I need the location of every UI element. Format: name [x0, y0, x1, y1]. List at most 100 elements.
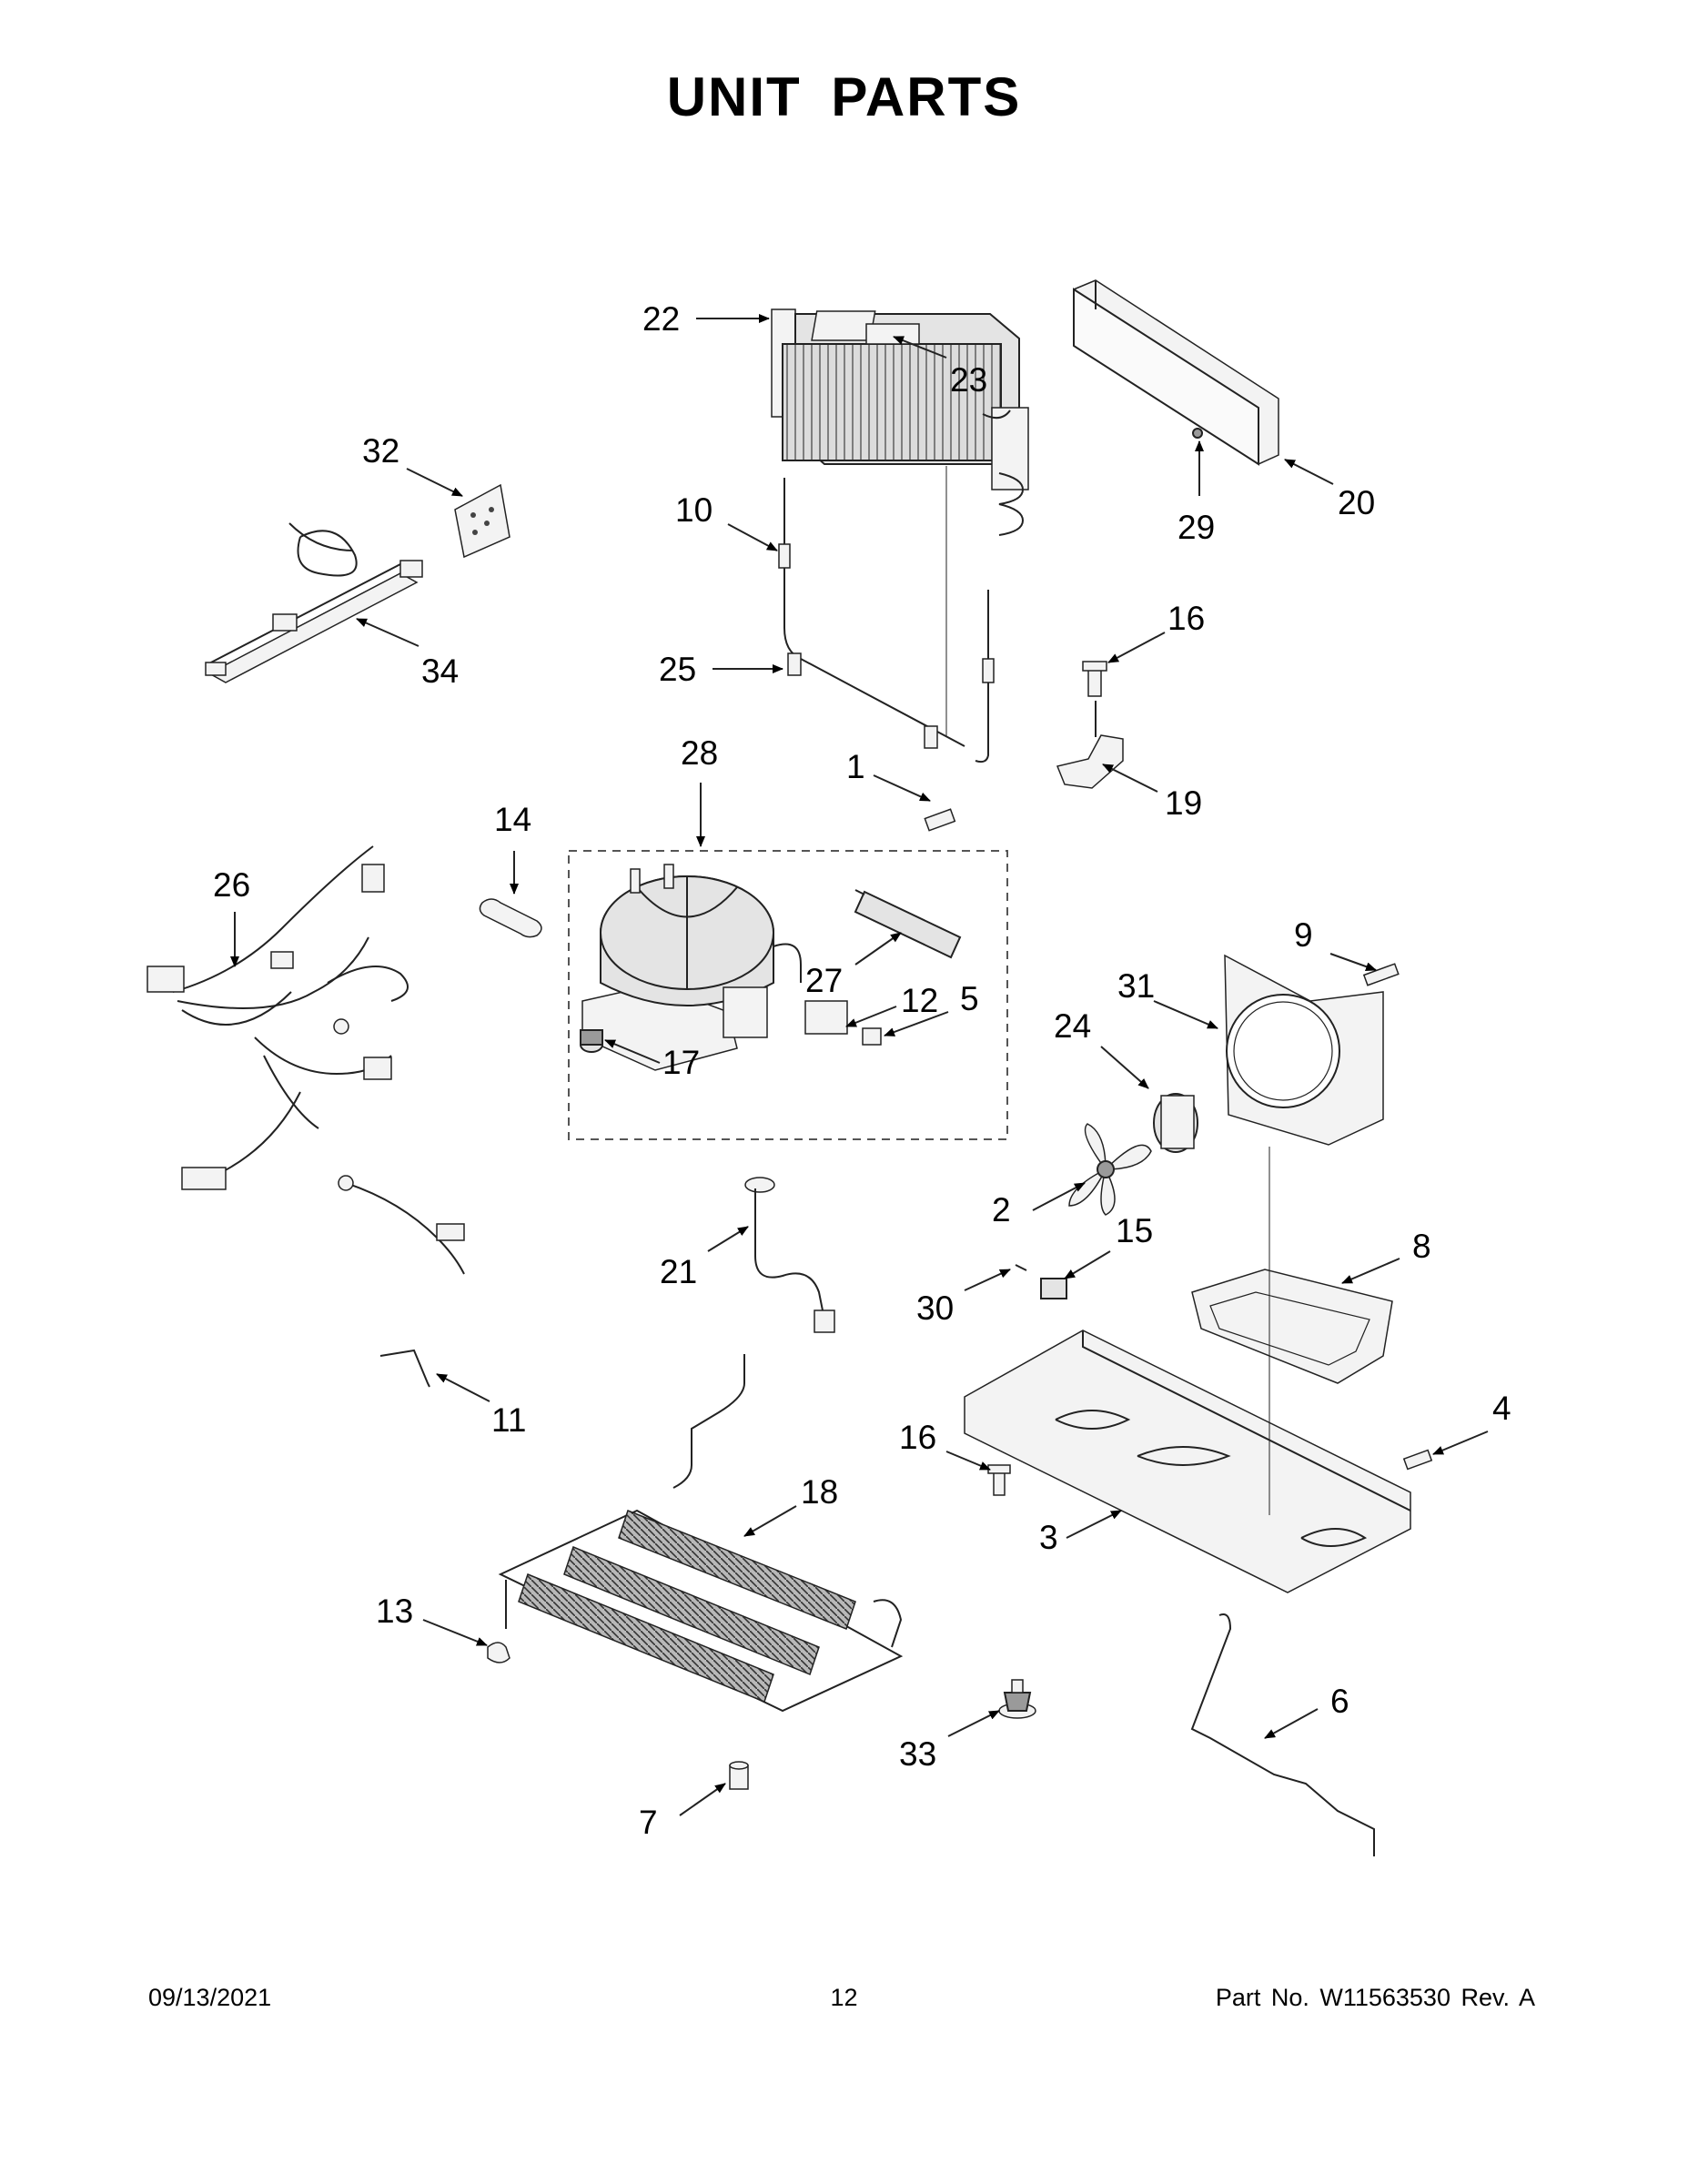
callout-8: 8 — [1341, 1228, 1431, 1284]
tubing-drawing — [778, 466, 995, 763]
callout-number: 16 — [899, 1419, 936, 1456]
relay-drawing — [804, 1000, 848, 1035]
callout-1: 1 — [846, 748, 931, 802]
callout-number: 4 — [1492, 1390, 1511, 1427]
callout-15: 15 — [1064, 1212, 1153, 1279]
callout-number: 34 — [421, 652, 459, 690]
tape-drawing — [865, 323, 920, 345]
callout-number: 32 — [362, 432, 399, 470]
bracket-19-drawing — [1056, 734, 1124, 789]
callout-31: 31 — [1117, 967, 1218, 1029]
callout-4: 4 — [1432, 1390, 1511, 1455]
callout-number: 11 — [491, 1401, 526, 1439]
callout-12: 12 — [845, 982, 938, 1027]
footer-page-number: 12 — [830, 1984, 858, 2011]
callout-number: 23 — [950, 361, 987, 399]
wire-harness-26-drawing — [147, 845, 465, 1275]
grommet-drawing — [580, 1029, 603, 1053]
callout-number: 14 — [494, 801, 531, 838]
callout-number: 9 — [1294, 916, 1313, 954]
callout-27: 27 — [805, 932, 902, 999]
drier-drawing — [854, 889, 962, 959]
callout-number: 28 — [681, 734, 718, 772]
callout-number: 5 — [960, 980, 979, 1017]
clip-drawing — [479, 898, 542, 938]
callout-11: 11 — [436, 1373, 526, 1439]
screw-9-drawing — [1362, 963, 1400, 986]
screw-16-drawing — [1082, 661, 1107, 697]
callout-number: 1 — [846, 748, 865, 785]
callout-25: 25 — [659, 651, 783, 688]
callout-number: 15 — [1116, 1212, 1153, 1249]
callout-number: 8 — [1412, 1228, 1431, 1265]
callout-number: 21 — [660, 1253, 697, 1290]
callout-9: 9 — [1294, 916, 1377, 971]
clip-11-drawing — [379, 1349, 430, 1388]
callout-26: 26 — [213, 866, 250, 967]
page-title: UNIT PARTS — [666, 66, 1022, 127]
callout-number: 25 — [659, 651, 696, 688]
control-board-drawing — [454, 483, 510, 559]
callout-29: 29 — [1178, 440, 1215, 546]
compressor-drawing — [581, 864, 802, 1071]
callout-number: 6 — [1330, 1683, 1349, 1720]
callout-33: 33 — [899, 1710, 1000, 1773]
callout-28: 28 — [681, 734, 718, 847]
duct-cover-drawing — [1073, 279, 1279, 466]
screw-4-drawing — [1402, 1449, 1433, 1471]
callout-30: 30 — [916, 1269, 1011, 1327]
callout-16-upper: 16 — [1107, 600, 1205, 663]
fan-blade-drawing — [1068, 1123, 1152, 1216]
callout-number: 10 — [675, 491, 713, 529]
callout-17: 17 — [604, 1039, 700, 1081]
callout-number: 17 — [662, 1044, 700, 1081]
sleeve-drawing — [729, 1761, 749, 1790]
callout-number: 2 — [992, 1191, 1011, 1228]
callout-18: 18 — [743, 1473, 838, 1537]
clip-13-drawing — [487, 1642, 510, 1663]
callout-number: 13 — [376, 1592, 413, 1630]
base-plate-drawing — [964, 1147, 1411, 1593]
callout-21: 21 — [660, 1226, 749, 1290]
drain-tube-drawing — [744, 1177, 835, 1333]
callout-number: 31 — [1117, 967, 1155, 1005]
callout-number: 30 — [916, 1289, 954, 1327]
callout-7: 7 — [639, 1783, 726, 1841]
valve-drawing — [998, 1679, 1036, 1719]
callout-34: 34 — [356, 618, 459, 690]
callout-number: 33 — [899, 1735, 936, 1773]
footer-part-number: Part No. W11563530 Rev. A — [1215, 1984, 1535, 2011]
callout-14: 14 — [494, 801, 531, 895]
callout-5: 5 — [884, 980, 979, 1036]
callout-22: 22 — [642, 300, 770, 338]
callout-number: 26 — [213, 866, 250, 904]
callout-number: 22 — [642, 300, 680, 338]
callout-3: 3 — [1039, 1510, 1122, 1556]
callout-number: 24 — [1054, 1007, 1091, 1045]
callout-number: 12 — [901, 982, 938, 1019]
callout-16-lower: 16 — [899, 1419, 991, 1471]
pin-drawing — [1015, 1264, 1027, 1271]
compressor-assembly-box — [568, 850, 1008, 1140]
wire-rod-drawing — [1190, 1613, 1375, 1856]
callout-number: 27 — [805, 962, 843, 999]
callout-number: 16 — [1167, 600, 1205, 637]
base-bracket-drawing — [1191, 1269, 1393, 1384]
connector-5-drawing — [862, 1027, 882, 1046]
footer-date: 09/13/2021 — [148, 1984, 272, 2011]
callout-number: 29 — [1178, 509, 1215, 546]
callout-10: 10 — [675, 491, 778, 551]
callout-19: 19 — [1102, 763, 1202, 822]
callout-6: 6 — [1264, 1683, 1349, 1739]
callout-23: 23 — [893, 336, 987, 399]
callout-24: 24 — [1054, 1007, 1149, 1089]
callout-32: 32 — [362, 432, 463, 497]
callout-13: 13 — [376, 1592, 488, 1646]
fan-motor-drawing — [1153, 1093, 1198, 1153]
bolt-1-drawing — [924, 808, 956, 832]
screw-16-lower-drawing — [987, 1464, 1011, 1496]
condenser-coil-drawing — [498, 1354, 904, 1713]
bushing-drawing — [1040, 1278, 1067, 1299]
callout-number: 19 — [1165, 784, 1202, 822]
